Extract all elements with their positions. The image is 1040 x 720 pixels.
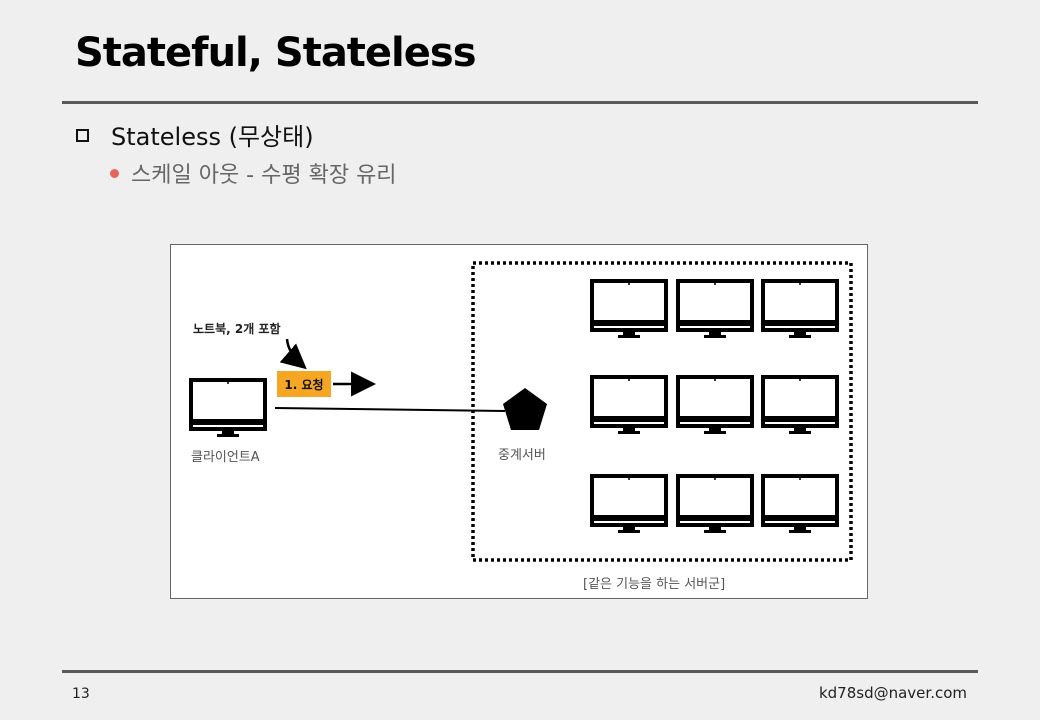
footer-divider bbox=[62, 670, 978, 673]
diagram-canvas bbox=[171, 261, 853, 562]
note-arrow-icon bbox=[279, 338, 307, 370]
bullet-level2-text: 스케일 아웃 - 수평 확장 유리 bbox=[131, 163, 397, 188]
dot-bullet-icon bbox=[110, 168, 119, 178]
author-email: kd78sd@naver.com bbox=[818, 684, 967, 702]
server-group-label: [같은 기능을 하는 서버군] bbox=[583, 577, 726, 592]
bullet-level1: Stateless (무상태) bbox=[76, 117, 314, 152]
server-monitor-icon bbox=[592, 281, 666, 338]
server-monitor-icon bbox=[592, 476, 666, 533]
title-divider bbox=[62, 101, 978, 104]
architecture-diagram: 노트북, 2개 포함 1. 요청 클라이언트A 중계서버 [같은 기능을 하는 … bbox=[170, 244, 868, 599]
server-group-box bbox=[471, 261, 853, 562]
server-monitor-icon bbox=[763, 377, 837, 434]
request-badge: 1. 요청 bbox=[277, 371, 331, 397]
server-monitor-icon bbox=[763, 281, 837, 338]
server-monitor-icon bbox=[678, 281, 752, 338]
server-monitor-icon bbox=[592, 377, 666, 434]
page-number: 13 bbox=[72, 686, 90, 702]
server-monitor-icon bbox=[678, 476, 752, 533]
proxy-label: 중계서버 bbox=[498, 448, 546, 463]
connection-line bbox=[274, 407, 506, 412]
proxy-pentagon-icon bbox=[503, 388, 547, 430]
client-label: 클라이언트A bbox=[191, 450, 260, 465]
server-grid bbox=[592, 281, 837, 533]
bullet-level2: 스케일 아웃 - 수평 확장 유리 bbox=[110, 157, 397, 189]
note-label: 노트북, 2개 포함 bbox=[193, 322, 281, 336]
client-monitor-icon bbox=[191, 380, 265, 437]
slide-title: Stateful, Stateless bbox=[75, 30, 477, 76]
server-monitor-icon bbox=[678, 377, 752, 434]
server-monitor-icon bbox=[763, 476, 837, 533]
checkbox-bullet-icon bbox=[76, 129, 89, 142]
bullet-level1-text: Stateless (무상태) bbox=[111, 123, 314, 151]
